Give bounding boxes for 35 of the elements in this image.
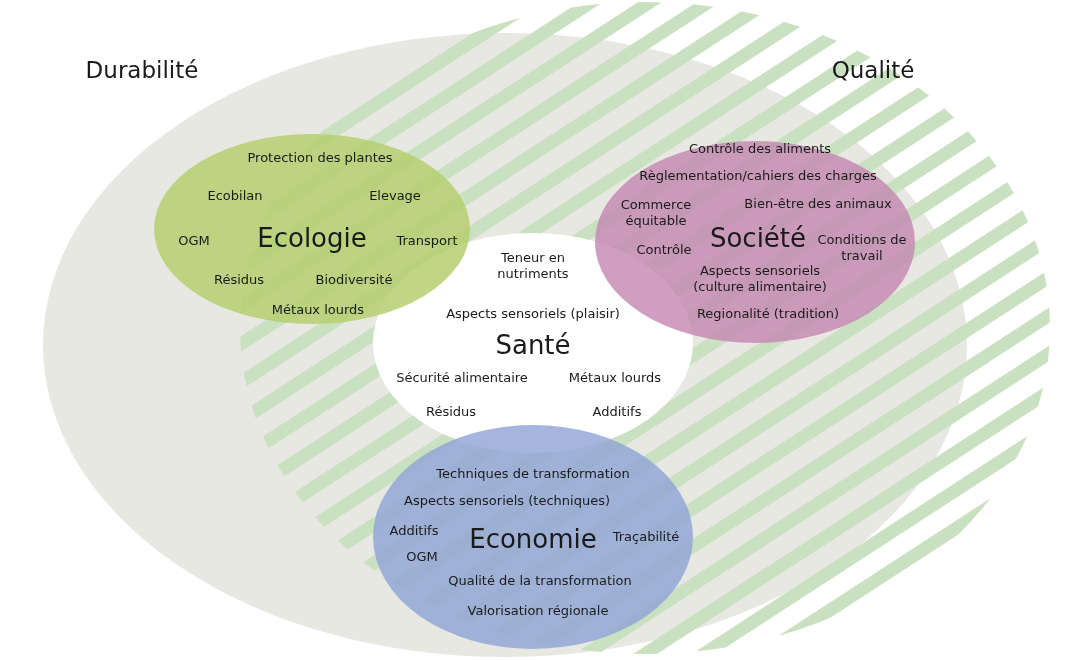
topic-label: Résidus — [213, 272, 265, 288]
topic-label: Traçabilité — [612, 529, 680, 545]
topic-label: Contrôle des aliments — [688, 141, 832, 157]
topic-label: Techniques de transformation — [436, 466, 630, 482]
topic-label: Aspects sensoriels (plaisir) — [446, 306, 620, 322]
topic-label: Elevage — [369, 188, 421, 204]
topic-label: Valorisation régionale — [467, 603, 609, 619]
topic-label: Conditions de travail — [817, 232, 907, 264]
topic-label: Transport — [396, 233, 458, 249]
topic-label: Additifs — [389, 523, 439, 539]
region-title: Santé — [495, 330, 571, 360]
topic-label: Métaux lourds — [568, 370, 662, 386]
region-title: Société — [709, 223, 807, 253]
region-title: Durabilité — [85, 56, 199, 84]
topic-label: Commerce équitable — [619, 197, 693, 229]
topic-label: Regionalité (tradition) — [696, 306, 840, 322]
topic-label: OGM — [406, 549, 438, 565]
topic-label: Biodiversité — [315, 272, 393, 288]
topic-label: Contrôle — [636, 242, 692, 258]
topic-label: Protection des plantes — [247, 150, 393, 166]
topic-label: Bien-être des animaux — [744, 196, 892, 212]
topic-label: Teneur en nutriments — [496, 250, 570, 282]
topic-label: Ecobilan — [207, 188, 263, 204]
region-title: Ecologie — [257, 223, 367, 253]
region-title: Qualité — [831, 56, 915, 84]
topic-label: Additifs — [592, 404, 642, 420]
topic-label: Métaux lourds — [271, 302, 365, 318]
topic-label: Résidus — [425, 404, 477, 420]
region-title: Economie — [469, 524, 597, 554]
topic-label: Aspects sensoriels (culture alimentaire) — [692, 263, 828, 295]
topic-label: Règlementation/cahiers des charges — [639, 168, 877, 184]
topic-label: Aspects sensoriels (techniques) — [404, 493, 610, 509]
topic-label: Sécurité alimentaire — [396, 370, 528, 386]
topic-label: Qualité de la transformation — [448, 573, 632, 589]
topic-label: OGM — [178, 233, 210, 249]
